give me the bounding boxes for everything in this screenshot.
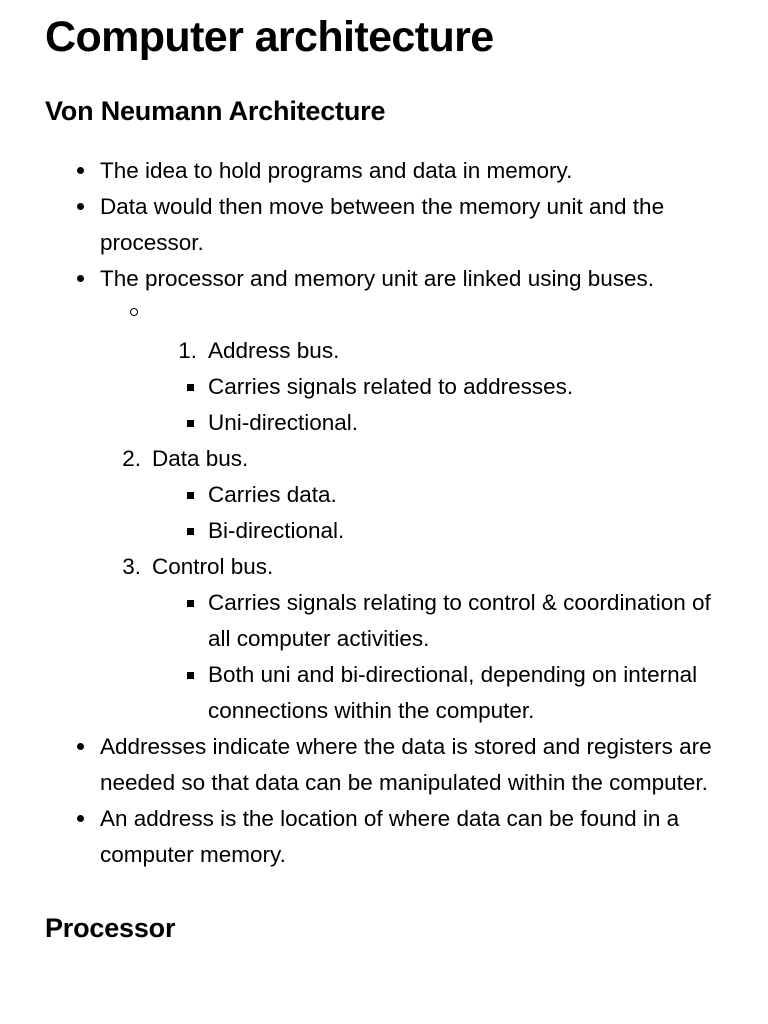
list-item: The idea to hold programs and data in me… <box>45 153 720 189</box>
list-number: 3. <box>122 554 141 579</box>
list-number: 1. <box>178 338 197 363</box>
disc-bullet-icon <box>77 815 84 822</box>
list-number: 2. <box>122 446 141 471</box>
sub-list-item-text: Carries data. <box>208 482 337 507</box>
sub-list-item: Uni-directional. <box>45 405 720 441</box>
numbered-list-item: 1. Address bus. <box>45 333 720 369</box>
square-bullet-icon <box>187 600 194 607</box>
sub-list-item: Both uni and bi-directional, depending o… <box>45 657 720 729</box>
sub-list-item-text: Uni-directional. <box>208 410 359 435</box>
section-heading-von-neumann: Von Neumann Architecture <box>45 96 386 126</box>
von-neumann-bullet-list: The idea to hold programs and data in me… <box>45 129 720 873</box>
section-heading-processor: Processor <box>45 913 176 943</box>
page-title: Computer architecture <box>45 13 494 61</box>
square-bullet-icon <box>187 384 194 391</box>
square-bullet-icon <box>187 528 194 535</box>
list-item: The processor and memory unit are linked… <box>45 261 720 297</box>
sub-list-item-text: Carries signals related to addresses. <box>208 374 574 399</box>
disc-bullet-icon <box>77 743 84 750</box>
list-item: Addresses indicate where the data is sto… <box>45 729 720 801</box>
list-item-text: The idea to hold programs and data in me… <box>100 158 573 183</box>
list-item-text: Addresses indicate where the data is sto… <box>100 734 712 795</box>
square-bullet-icon <box>187 672 194 679</box>
sub-list-item: Carries data. <box>45 477 720 513</box>
list-item: Data would then move between the memory … <box>45 189 720 261</box>
list-item-text: The processor and memory unit are linked… <box>100 266 655 291</box>
list-item-empty <box>45 297 720 333</box>
disc-bullet-icon <box>77 167 84 174</box>
sub-list-item-text: Bi-directional. <box>208 518 345 543</box>
disc-bullet-icon <box>77 203 84 210</box>
numbered-list-item-text: Address bus. <box>208 338 340 363</box>
square-bullet-icon <box>187 492 194 499</box>
sub-list-item: Bi-directional. <box>45 513 720 549</box>
numbered-list-item-text: Control bus. <box>152 554 274 579</box>
sub-list-item-text: Carries signals relating to control & co… <box>208 590 711 651</box>
circle-bullet-icon <box>130 308 138 316</box>
list-item: An address is the location of where data… <box>45 801 720 873</box>
list-item-text: An address is the location of where data… <box>100 806 680 867</box>
sub-list-item: Carries signals relating to control & co… <box>45 585 720 657</box>
numbered-list-item: 3. Control bus. <box>45 549 720 585</box>
square-bullet-icon <box>187 420 194 427</box>
disc-bullet-icon <box>77 275 84 282</box>
numbered-list-item-text: Data bus. <box>152 446 249 471</box>
numbered-list-item: 2. Data bus. <box>45 441 720 477</box>
sub-list-item: Carries signals related to addresses. <box>45 369 720 405</box>
list-item-text: Data would then move between the memory … <box>100 194 665 255</box>
sub-list-item-text: Both uni and bi-directional, depending o… <box>208 662 698 723</box>
